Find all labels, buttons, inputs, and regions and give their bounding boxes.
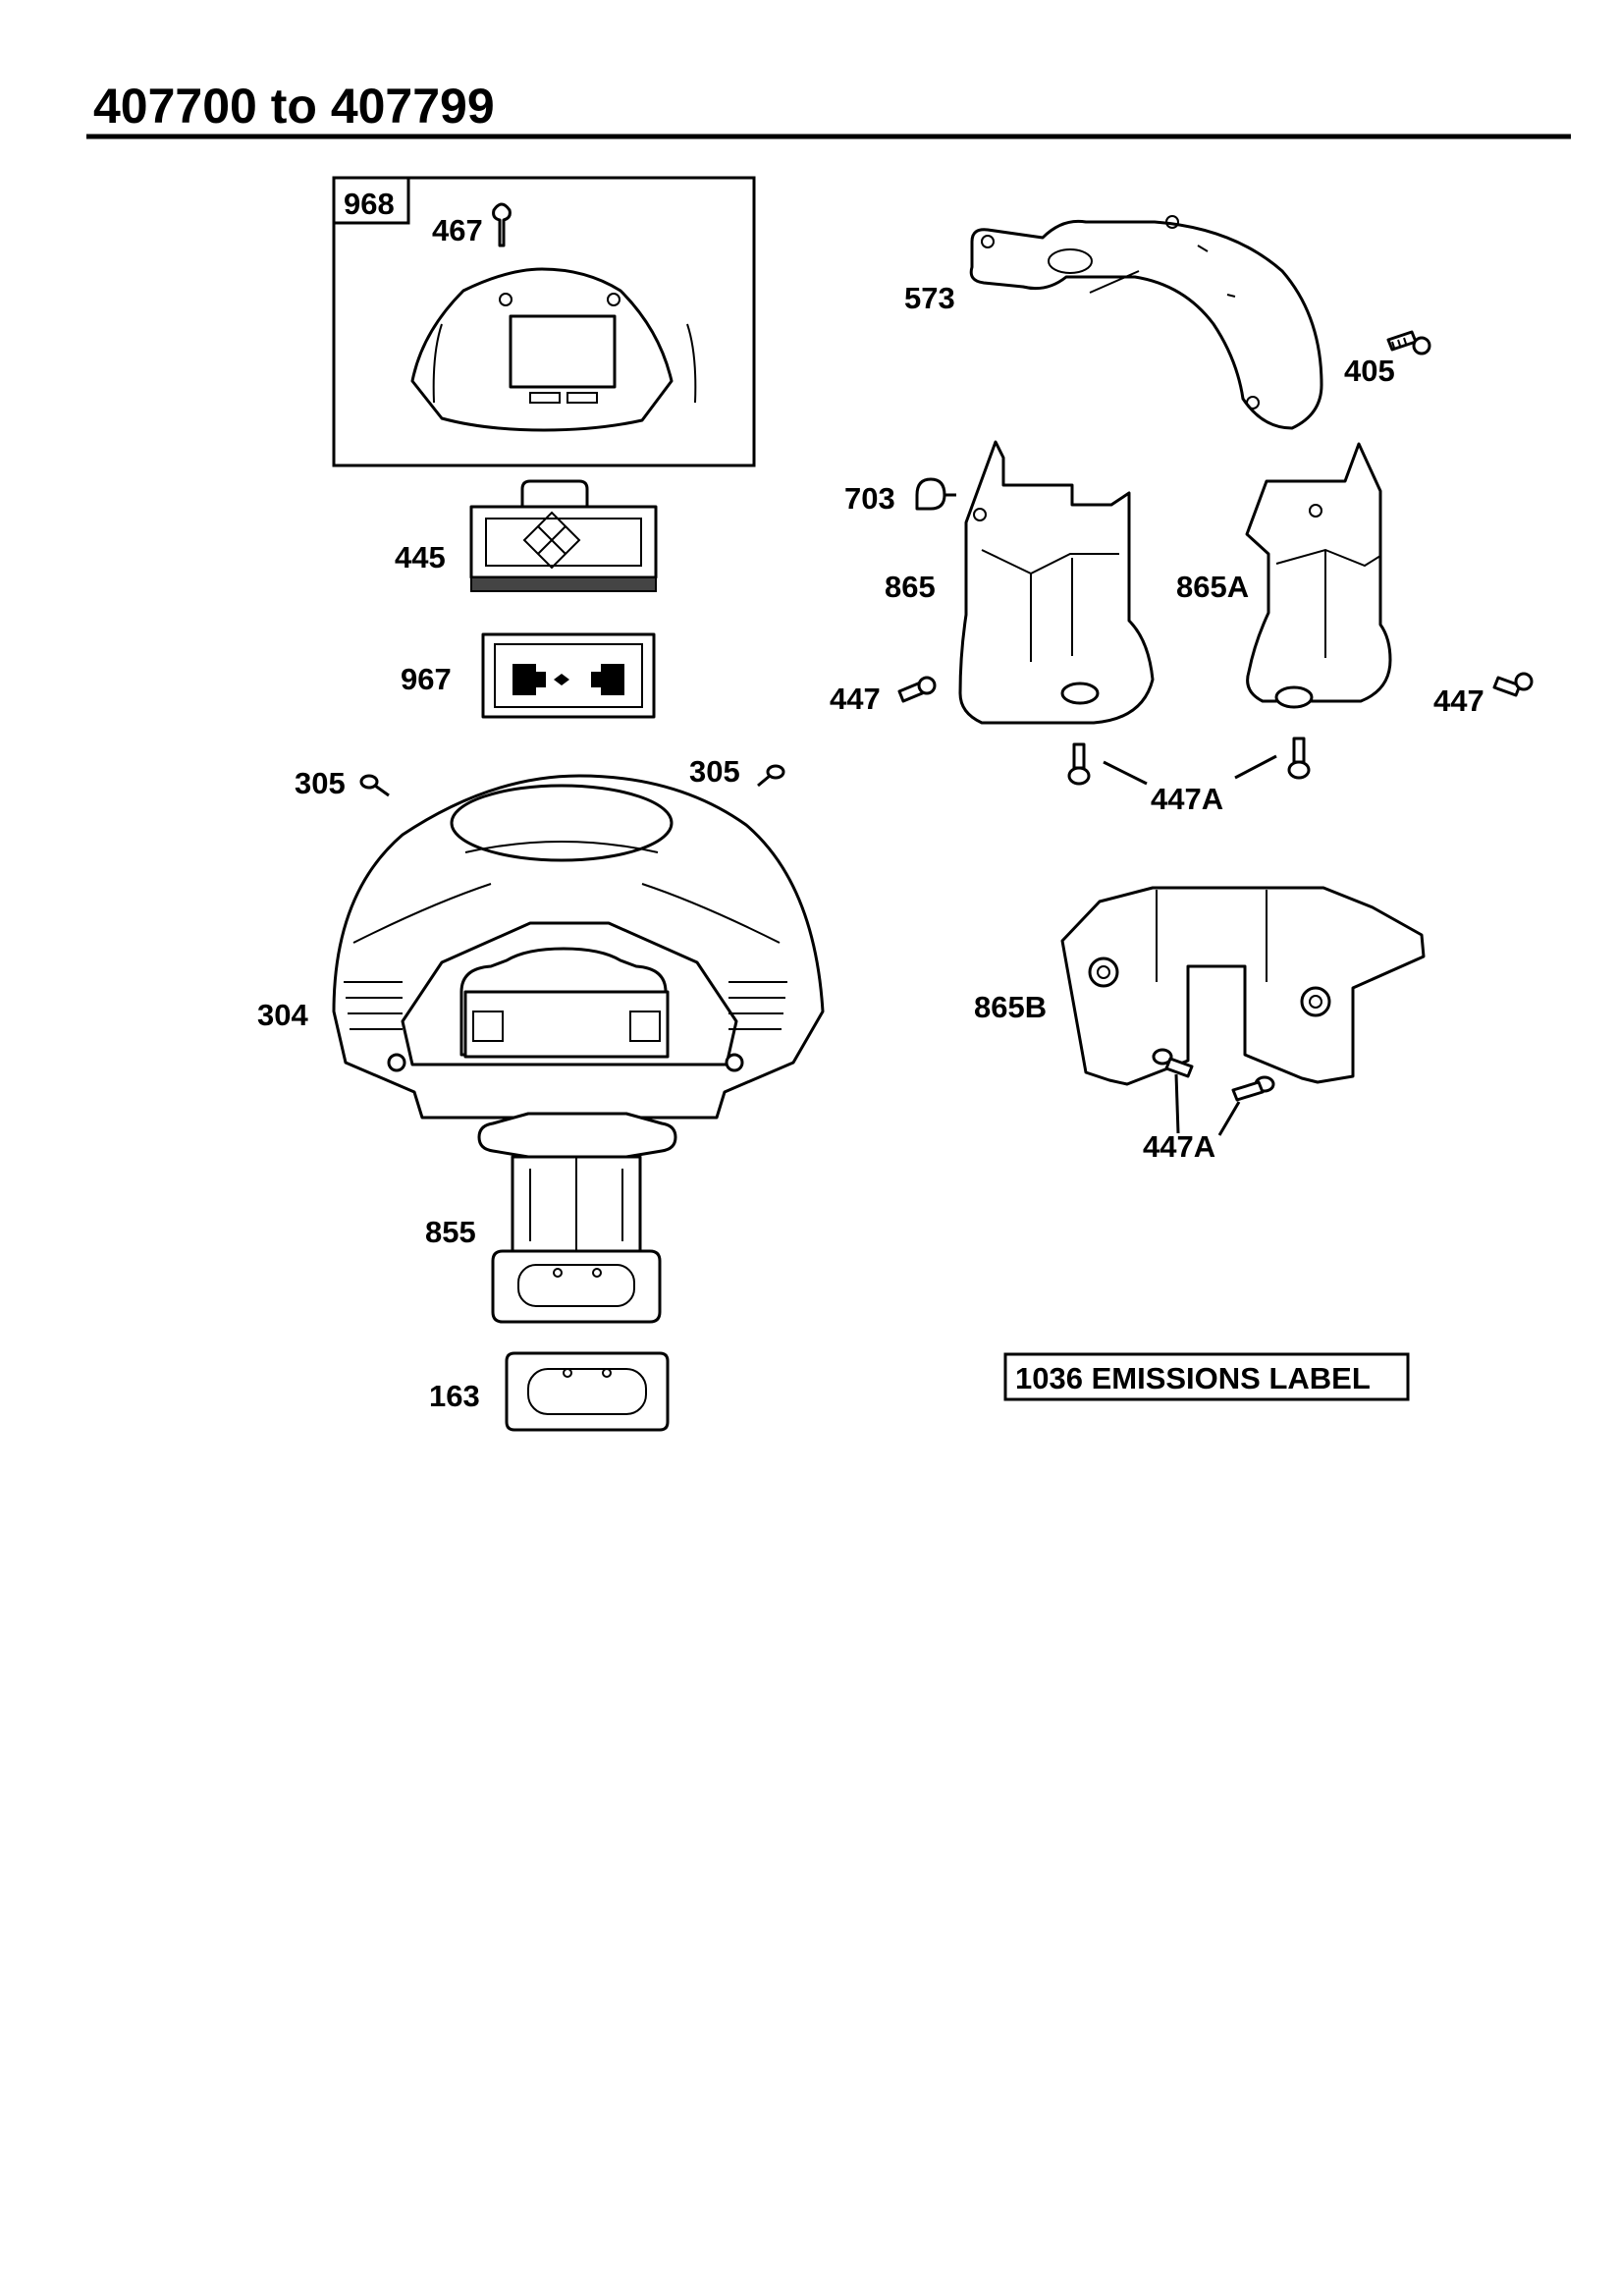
screw-305-left-icon [359,774,390,797]
shroud-865-icon [958,440,1155,725]
shroud-865A-icon [1245,442,1392,709]
clip-703-icon [915,477,956,511]
screw-305-right-icon [757,764,785,788]
knob-467-icon [492,202,512,247]
screw-447A-right-icon [1287,737,1311,780]
callout-865B: 865B [974,990,1047,1024]
callout-447-left: 447 [830,682,881,716]
callout-865: 865 [885,570,936,604]
callout-865A: 865A [1176,570,1249,604]
intake-elbow-icon [477,1112,677,1324]
callout-447-right: 447 [1433,683,1484,718]
screw-447A-bottom-left-icon [1152,1048,1194,1078]
baffle-plate-icon [969,215,1323,430]
screw-447A-left-icon [1067,742,1091,786]
leader-447A-top-right [1234,754,1277,780]
leader-447A-bottom-right [1217,1101,1241,1136]
callout-305-right: 305 [689,754,740,789]
callout-573: 573 [904,281,955,315]
callout-445: 445 [395,540,446,574]
filter-cartridge-icon [469,479,658,592]
callout-855: 855 [425,1215,476,1249]
screw-447-right-icon [1492,672,1534,697]
callout-405: 405 [1344,354,1395,388]
kit-968-box [332,176,756,467]
screw-405-icon [1386,330,1431,355]
callout-968: 968 [344,187,395,221]
callout-304: 304 [257,998,308,1032]
callout-305-left: 305 [295,766,346,800]
pre-cleaner-icon [481,632,656,719]
screw-447-left-icon [897,676,937,703]
callout-447A-bottom: 447A [1143,1129,1215,1164]
callout-447A-top: 447A [1151,782,1223,816]
gasket-icon [505,1351,670,1432]
callout-467: 467 [432,213,483,247]
leader-447A-bottom-left [1174,1073,1180,1134]
shroud-865B-icon [1060,886,1426,1086]
air-cleaner-cover-icon [410,267,697,432]
callout-163: 163 [429,1379,480,1413]
kit-968-tag-box [332,176,410,225]
emissions-label-box [1003,1352,1410,1401]
air-cleaner-base-icon [332,774,825,1120]
callout-703: 703 [844,481,895,516]
emissions-label-text: 1036 EMISSIONS LABEL [1015,1361,1371,1395]
page-title: 407700 to 407799 [93,79,495,134]
screw-447A-bottom-right-icon [1231,1075,1275,1102]
callout-967: 967 [401,662,452,696]
leader-447A-top-left [1103,760,1148,786]
